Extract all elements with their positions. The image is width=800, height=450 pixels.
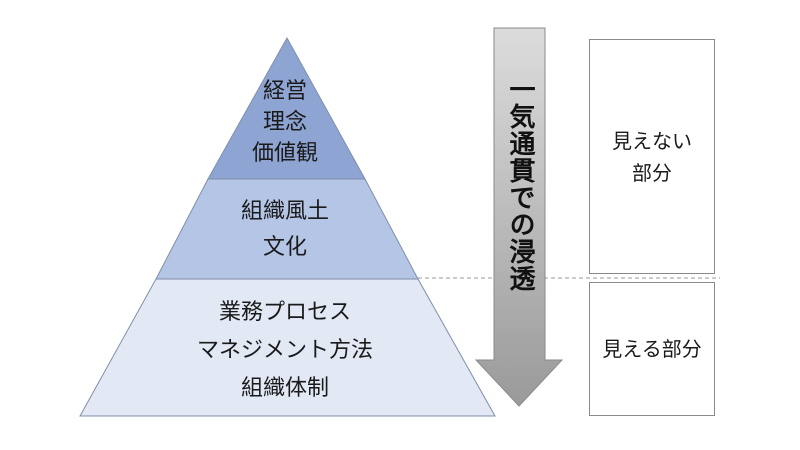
tier-top-line: 理念 [262, 110, 307, 135]
tier-bottom-line: マネジメント方法 [196, 338, 373, 363]
downward-arrow [474, 27, 564, 407]
visible-part-label: 見える部分 [602, 337, 702, 361]
tier-bottom-label: 業務プロセス マネジメント方法 組織体制 [110, 294, 460, 408]
tier-bottom-line: 組織体制 [240, 376, 329, 401]
hidden-part-label: 見えない 部分 [612, 128, 692, 185]
arrow-label: 一気通貫での浸透 [505, 76, 535, 292]
tier-middle-label: 組織風土 文化 [170, 194, 400, 266]
hidden-part-box: 見えない 部分 [589, 39, 715, 274]
tier-top-line: 価値観 [251, 141, 318, 166]
tier-top-label: 経営 理念 価値観 [205, 76, 365, 169]
tier-middle-line: 文化 [262, 235, 307, 260]
tier-middle-line: 組織風土 [240, 199, 329, 224]
tier-bottom-line: 業務プロセス [218, 300, 351, 325]
visible-part-box: 見える部分 [589, 282, 715, 416]
pyramid-tier-top [207, 36, 366, 180]
tier-top-line: 経営 [262, 79, 307, 104]
